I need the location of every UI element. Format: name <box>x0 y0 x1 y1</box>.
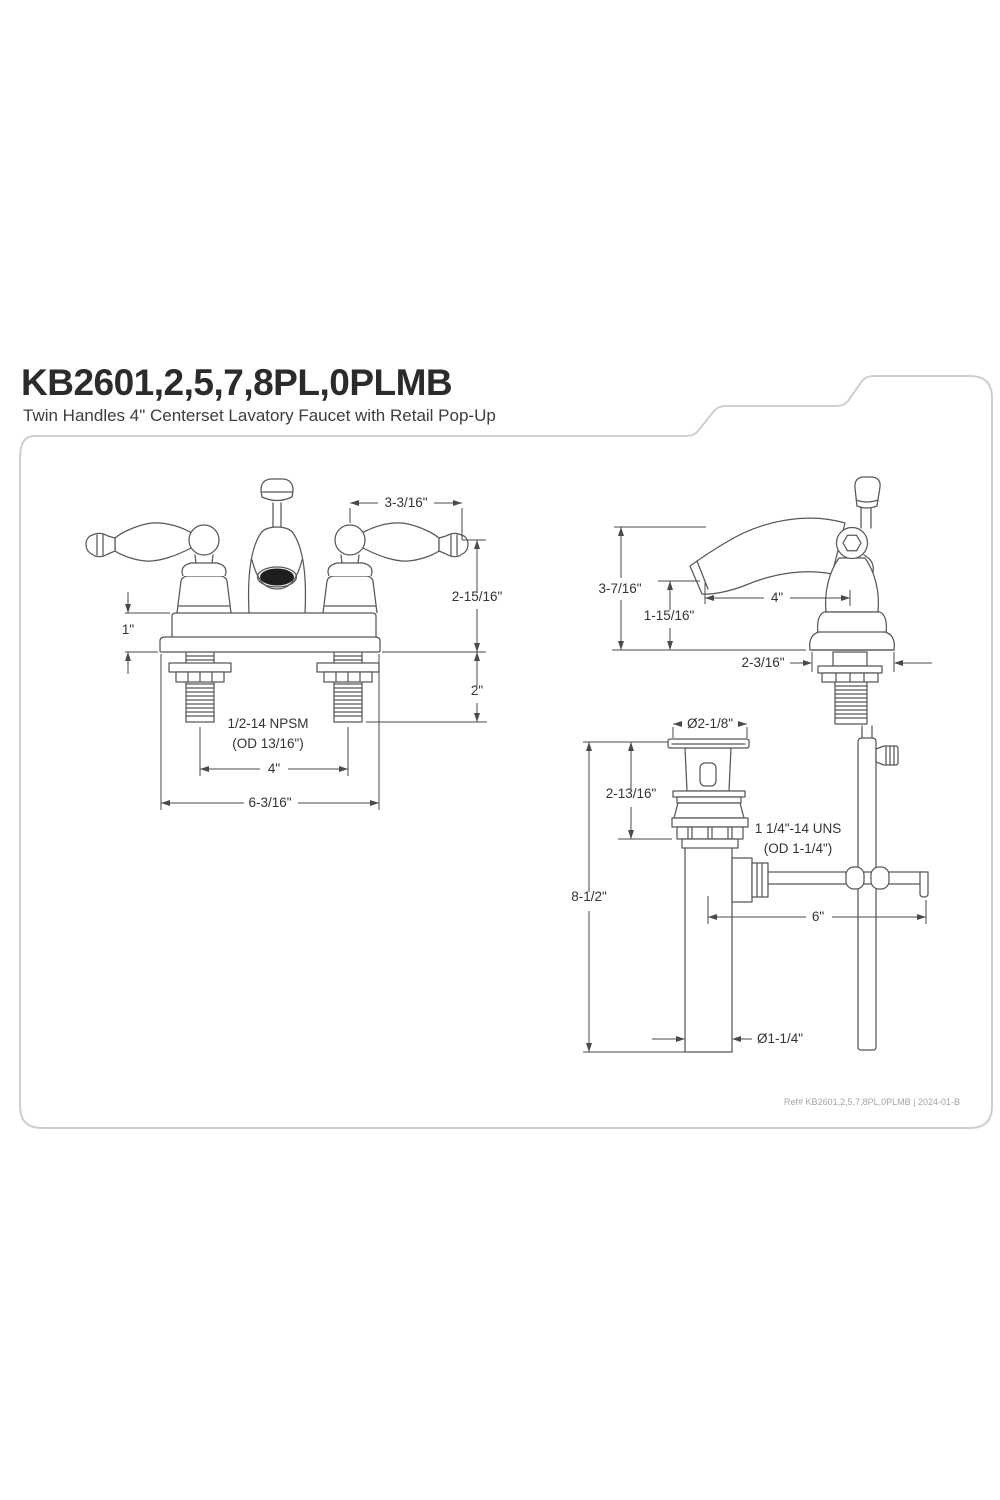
dim-front-shank-thread-2: (OD 13/16") <box>232 736 304 751</box>
dim-popup-drain-thread-2: (OD 1-1/4") <box>764 841 833 856</box>
dim-lines-deckplate-width <box>160 654 380 810</box>
dim-lines-handle-span <box>349 502 463 540</box>
popup-pivot-rod <box>767 871 923 885</box>
popup-stopper-slot <box>699 762 717 787</box>
popup-locknut-slots <box>687 826 733 840</box>
side-spout-lip <box>696 560 709 590</box>
side-shank-threads <box>834 685 868 719</box>
front-spout-band <box>251 559 303 590</box>
handle-tip-ridges <box>96 533 104 557</box>
dim-front-shank-thread-1: 1/2-14 NPSM <box>227 716 308 731</box>
popup-liftrod-knob <box>875 745 899 766</box>
side-spout <box>689 517 846 595</box>
popup-pivot-housing <box>731 857 753 903</box>
side-lever-mount <box>863 554 874 573</box>
popup-skirt <box>673 802 745 819</box>
front-aerator <box>260 568 294 586</box>
locknut-notches <box>187 671 213 683</box>
popup-locknut-flange <box>671 817 749 828</box>
front-deck <box>171 612 377 638</box>
popup-locknut-body <box>676 826 744 840</box>
popup-tailpiece <box>684 847 733 1053</box>
side-escutcheon <box>809 631 895 651</box>
front-view: 3-3/16" 2-15/16" 1" 2" 1/2-14 NPSM (OD 1… <box>85 478 503 810</box>
dim-front-faucet-centers: 4" <box>268 761 281 776</box>
front-handle-right <box>322 522 469 614</box>
side-shank-outline <box>834 681 868 725</box>
side-lever-stem <box>860 505 872 529</box>
side-view: 3-7/16" 1-15/16" 4" 2-3/16" <box>598 476 932 725</box>
popup-knob-knurls <box>885 745 895 766</box>
dim-popup-drain-thread-1: 1 1/4"-14 UNS <box>755 821 842 836</box>
side-lever-knob <box>854 476 881 509</box>
dim-side-base-depth: 2-3/16" <box>741 655 784 670</box>
front-locknut-right <box>316 662 380 683</box>
dim-front-shank-length: 2" <box>471 683 484 698</box>
handle-neck <box>194 554 214 564</box>
popup-pivot-nut-facets <box>756 862 763 898</box>
dim-side-spout-clearance: 1-15/16" <box>644 608 695 623</box>
dim-lines-height-above-deck <box>382 539 486 653</box>
front-aerator-ring <box>256 566 298 588</box>
handle-base <box>176 575 232 614</box>
dim-front-deck-thickness: 1" <box>122 622 135 637</box>
popup-washer-3 <box>681 838 739 849</box>
dim-popup-flange-diameter: Ø2-1/8" <box>687 716 733 731</box>
dim-front-handle-span: 3-3/16" <box>384 495 427 510</box>
popup-drain-view: Ø2-1/8" 2-13/16" 1 1/4"-14 UNS (OD 1-1/4… <box>571 716 929 1053</box>
dim-lines-flange-to-nut <box>583 741 672 840</box>
popup-stopper-body <box>684 747 732 792</box>
side-ball-hex <box>842 534 862 552</box>
handle-lever-tip <box>85 532 116 558</box>
popup-clip-link-1 <box>845 866 865 890</box>
dim-lines-faucet-centers <box>199 727 349 776</box>
dim-lines-shank-length <box>366 652 487 723</box>
handle-ball <box>188 524 220 556</box>
dim-side-spout-reach: 4" <box>771 590 784 605</box>
dim-front-height-above-deck: 2-15/16" <box>452 589 503 604</box>
popup-clip-link-2 <box>870 866 890 890</box>
popup-pivot-nut <box>751 862 769 898</box>
dim-popup-overall-length: 8-1/2" <box>571 889 607 904</box>
popup-liftrod <box>857 737 877 1051</box>
dim-side-overall-height: 3-7/16" <box>598 581 641 596</box>
handle-lever <box>114 522 193 562</box>
page-subtitle: Twin Handles 4" Centerset Lavatory Fauce… <box>23 406 496 425</box>
dim-arrows-tailpiece-diameter <box>676 1036 741 1042</box>
dim-front-deckplate-width: 6-3/16" <box>248 795 291 810</box>
dim-lines-deck-thickness <box>125 592 170 674</box>
dim-lines-overall-length <box>583 742 685 1053</box>
popup-washer-2 <box>676 796 742 804</box>
footer-reference: Ref# KB2601,2,5,7,8PL,0PLMB | 2024-01-B <box>784 1097 960 1107</box>
page-title: KB2601,2,5,7,8PL,0PLMB <box>21 362 453 403</box>
side-knob-line <box>855 499 879 503</box>
front-liftrod <box>272 502 282 529</box>
handle-cap <box>181 562 227 577</box>
popup-rod-end <box>919 871 929 898</box>
front-locknut <box>168 662 232 683</box>
dim-popup-pivot-rod-length: 6" <box>812 909 825 924</box>
dim-popup-flange-to-nut: 2-13/16" <box>606 786 657 801</box>
popup-washer-1 <box>672 790 746 798</box>
side-handle-ball <box>835 526 869 560</box>
side-shank-collar <box>832 651 868 667</box>
front-handle-left <box>85 522 232 614</box>
locknut-flange <box>168 662 232 673</box>
dim-lines-pivot-rod-length <box>707 896 927 924</box>
dim-popup-tailpiece-diameter: Ø1-1/4" <box>757 1031 803 1046</box>
side-locknut-flange <box>817 665 883 674</box>
front-deckplate <box>159 636 381 653</box>
dim-arrows-flange-diameter <box>673 721 747 727</box>
sheet-border <box>19 375 993 1129</box>
front-liftrod-knob <box>260 478 294 502</box>
side-locknut-notches <box>835 672 865 683</box>
dim-lines-overall-height <box>612 526 806 651</box>
side-bonnet <box>824 557 880 613</box>
dim-lines-base-depth <box>790 652 932 672</box>
side-base-ring <box>817 611 887 634</box>
